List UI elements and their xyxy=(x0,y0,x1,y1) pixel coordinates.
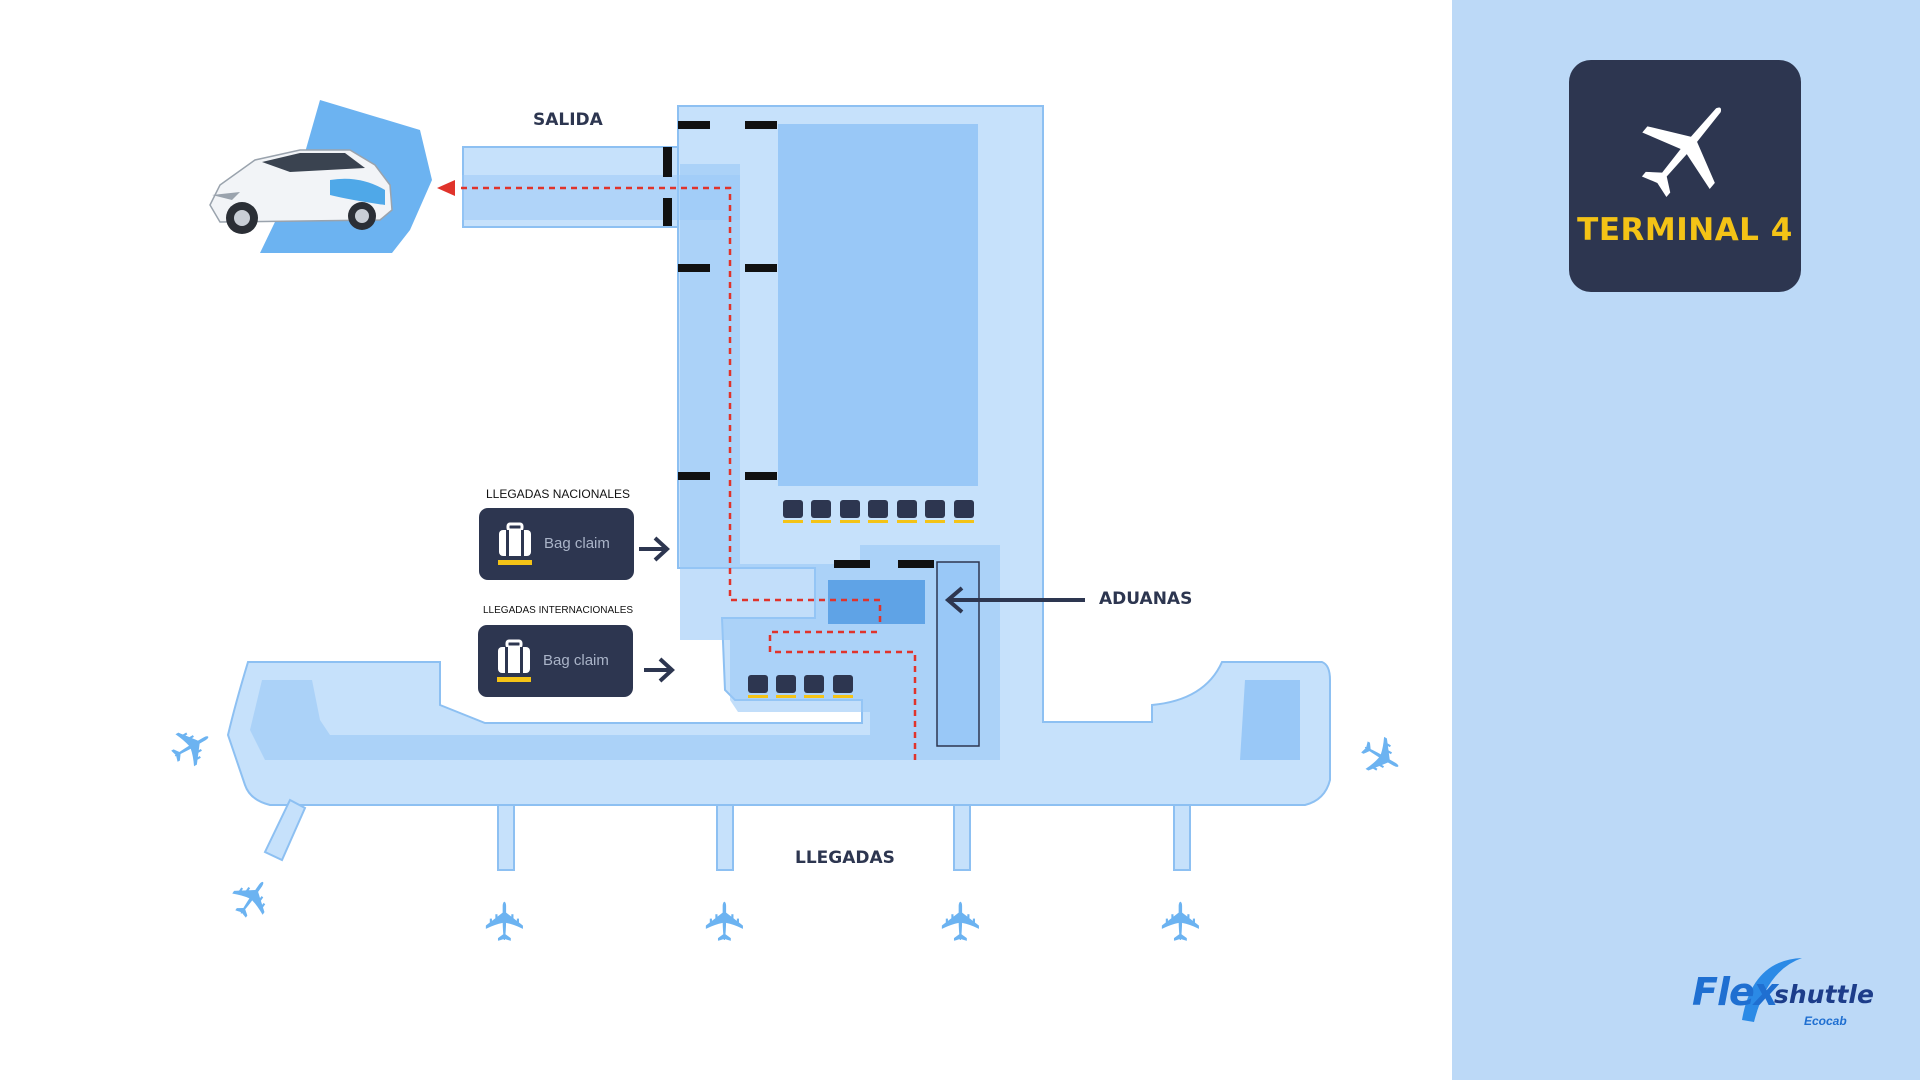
luggage-icon xyxy=(497,639,531,682)
bag-carousel-international xyxy=(748,675,853,698)
plane-icon: ✈ xyxy=(157,709,228,786)
exit-label: SALIDA xyxy=(533,110,603,130)
bag-claim-international-card: Bag claim xyxy=(478,625,633,697)
logo-swoosh xyxy=(1742,958,1802,1022)
bag-claim-domestic-card: Bag claim xyxy=(479,508,634,580)
plane-icon: ✈ xyxy=(930,899,993,944)
arrivals-label: LLEGADAS xyxy=(795,848,895,868)
plane-icon: ✈ xyxy=(214,862,292,935)
plane-icon: ✈ xyxy=(694,899,757,944)
logo-text: Flex xyxy=(1692,970,1778,1014)
terminal-map: ✈ ✈ ✈ ✈ ✈ ✈ ✈ SALIDA LLEGADAS ADUANAS LL… xyxy=(157,100,1416,944)
international-route-line xyxy=(768,630,917,760)
logo-tagline: Ecocab xyxy=(1804,1014,1847,1028)
bag-claim-domestic-text: Bag claim xyxy=(544,535,610,552)
terminal-badge: TERMINAL 4 xyxy=(1569,60,1801,292)
exit-arrow-head xyxy=(437,180,455,196)
plane-icon: ✈ xyxy=(1345,719,1416,796)
bag-carousel-domestic xyxy=(783,500,974,523)
taxi-icon xyxy=(209,149,393,234)
international-arrivals-label: LLEGADAS INTERNACIONALES xyxy=(483,605,634,616)
arrow-right-icon xyxy=(639,536,670,562)
bag-claim-international-text: Bag claim xyxy=(543,652,609,669)
luggage-icon xyxy=(498,522,532,565)
flexshuttle-logo: Flex shuttle Ecocab xyxy=(1692,950,1874,1040)
customs-pointer-head xyxy=(944,586,964,614)
terminal-title: TERMINAL 4 xyxy=(1577,212,1793,248)
airplane-icon xyxy=(1641,107,1722,198)
exit-route-line xyxy=(458,186,882,622)
sidebar-panel: TERMINAL 4 Flex shuttle Ecocab xyxy=(1452,0,1920,1080)
logo-subtext: shuttle xyxy=(1774,980,1874,1009)
terminal-floorplan: ✈ ✈ ✈ ✈ ✈ ✈ ✈ xyxy=(157,100,1416,944)
domestic-arrivals-label: LLEGADAS NACIONALES xyxy=(486,487,631,501)
plane-icon: ✈ xyxy=(1150,899,1213,944)
plane-icon: ✈ xyxy=(474,899,537,944)
customs-label: ADUANAS xyxy=(1099,589,1193,609)
arrow-right-icon xyxy=(644,657,675,683)
